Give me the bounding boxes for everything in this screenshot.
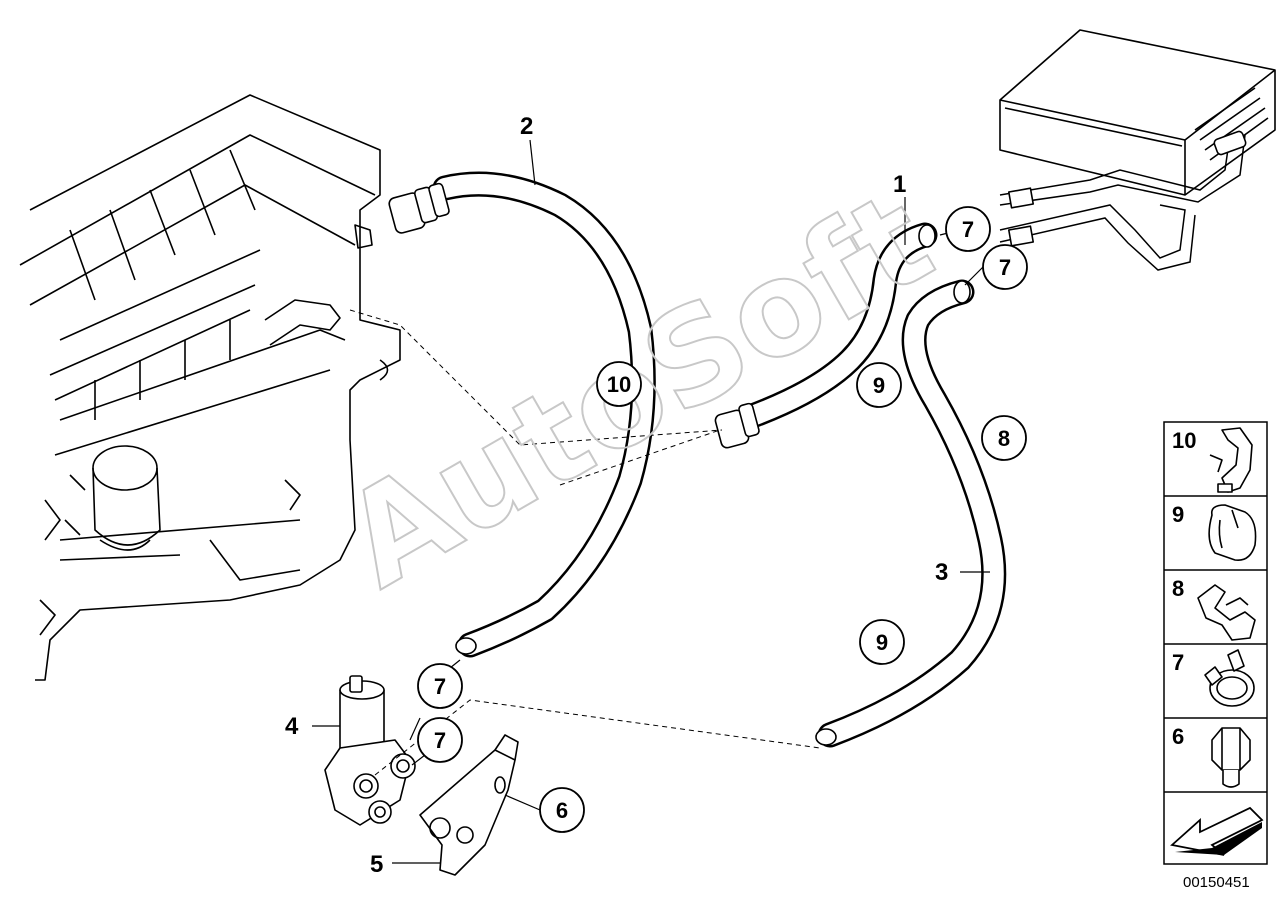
callout-clamp-10: 10 <box>596 361 642 407</box>
svg-text:7: 7 <box>999 255 1011 280</box>
legend-row-9: 9 <box>1172 502 1257 562</box>
callout-clamp-9-upper: 9 <box>856 362 902 408</box>
svg-text:7: 7 <box>1172 650 1184 675</box>
water-valve <box>324 675 416 826</box>
heater-core <box>999 29 1276 271</box>
svg-text:7: 7 <box>434 728 446 753</box>
callout-clamp-8: 8 <box>981 415 1027 461</box>
svg-text:9: 9 <box>876 630 888 655</box>
part-label-3: 3 <box>935 559 948 586</box>
hex-bolt-icon <box>1211 727 1251 788</box>
svg-text:8: 8 <box>1172 576 1184 601</box>
part-label-5: 5 <box>370 851 383 878</box>
svg-text:10: 10 <box>1172 428 1196 453</box>
quick-connector-top <box>388 182 450 234</box>
legend-row-arrow <box>1170 806 1264 856</box>
quick-connector-middle <box>714 402 760 449</box>
svg-text:9: 9 <box>1172 502 1184 527</box>
svg-text:7: 7 <box>434 674 446 699</box>
legend-row-7: 7 <box>1172 649 1255 707</box>
svg-text:10: 10 <box>607 372 631 397</box>
callout-clamp-7-heater-b: 7 <box>982 244 1028 290</box>
spring-band-clamp-icon <box>1204 649 1255 707</box>
svg-text:9: 9 <box>873 373 885 398</box>
legend-row-6: 6 <box>1172 724 1251 788</box>
hose-3 <box>815 279 1007 748</box>
leader-lines <box>312 139 990 864</box>
svg-text:8: 8 <box>998 426 1010 451</box>
part-label-2: 2 <box>520 113 533 140</box>
direction-arrow-icon <box>1170 806 1264 856</box>
hose-clamp-type-8-icon <box>1197 584 1256 641</box>
part-label-4: 4 <box>285 713 299 740</box>
svg-text:6: 6 <box>1172 724 1184 749</box>
callout-clamp-7-valve-a: 7 <box>417 663 463 709</box>
callout-clamp-7-heater-a: 7 <box>945 206 991 252</box>
hose-1 <box>714 222 938 449</box>
hose-2 <box>388 171 656 658</box>
diagram-id: 00150451 <box>1183 874 1250 891</box>
mounting-bracket <box>419 734 519 876</box>
legend-row-10: 10 <box>1172 427 1253 493</box>
callout-bolt-6: 6 <box>539 787 585 833</box>
callout-clamp-9-lower: 9 <box>859 619 905 665</box>
callout-clamp-7-valve-b: 7 <box>417 717 463 763</box>
hose-clamp-type-10-icon <box>1209 427 1253 493</box>
part-label-1: 1 <box>893 171 906 198</box>
svg-text:7: 7 <box>962 217 974 242</box>
parts-legend: 10 9 8 7 <box>1163 421 1268 865</box>
engine-block <box>19 94 401 681</box>
hose-clamp-type-9-icon <box>1208 504 1257 562</box>
svg-text:6: 6 <box>556 798 568 823</box>
legend-row-8: 8 <box>1172 576 1256 641</box>
